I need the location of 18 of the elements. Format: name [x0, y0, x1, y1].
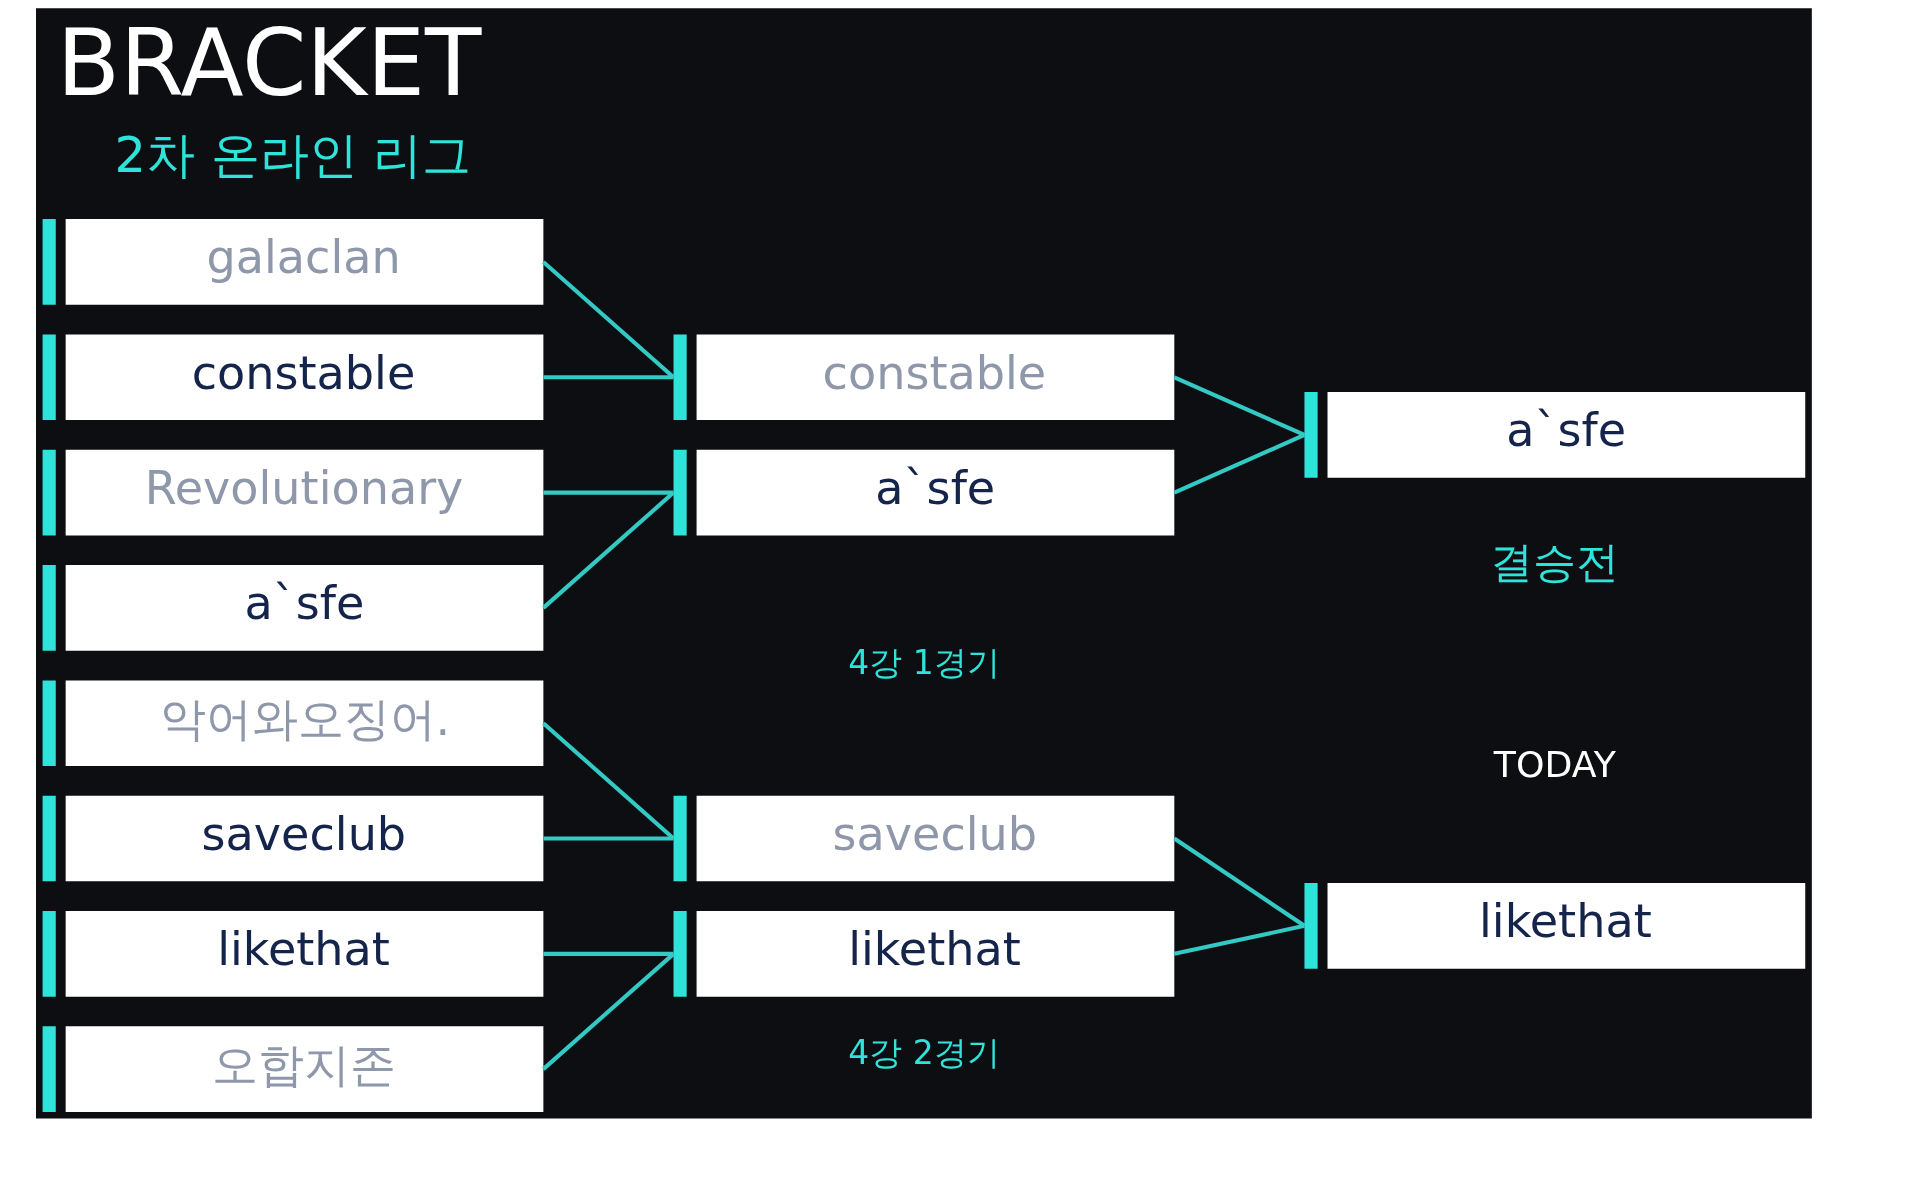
connector	[543, 490, 674, 495]
connector	[1173, 836, 1306, 928]
connector	[543, 836, 674, 841]
label: 4강 1경기	[848, 642, 1000, 682]
connector	[543, 375, 674, 380]
label: TODAY	[1493, 742, 1616, 786]
connector	[542, 952, 675, 1071]
connector	[543, 951, 674, 956]
connector	[542, 491, 675, 610]
connector	[1173, 375, 1306, 437]
connector	[542, 721, 675, 841]
label: 결승전	[1490, 537, 1620, 588]
label: 4강 2경기	[848, 1033, 1000, 1073]
connector	[542, 260, 675, 379]
connector	[1173, 433, 1306, 495]
connector	[1173, 923, 1305, 956]
diagram-title: BRACKET	[56, 9, 482, 118]
label: 2차 온라인 리그	[114, 126, 472, 185]
